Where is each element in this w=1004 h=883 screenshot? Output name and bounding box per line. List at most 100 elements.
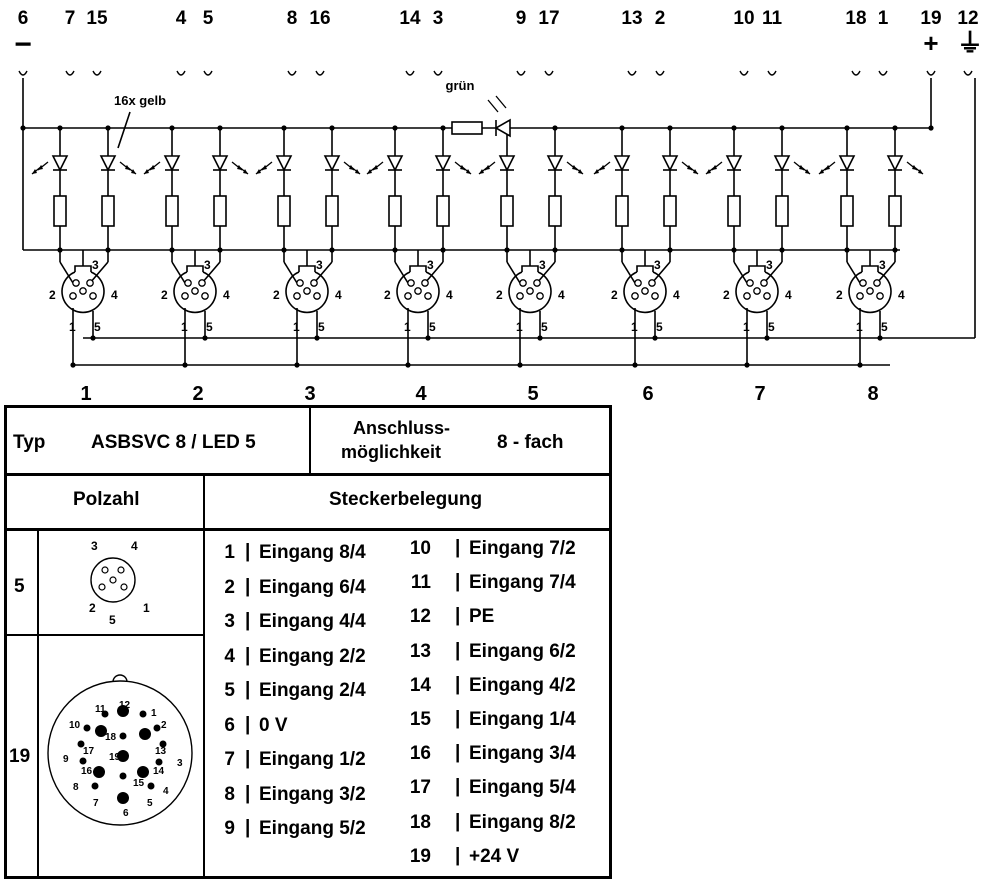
socket-pin-label: 1 — [516, 320, 523, 334]
typ-label: Typ — [13, 432, 46, 453]
junction-dot — [632, 362, 638, 368]
terminal-connector-icon — [315, 70, 325, 76]
socket-pin — [866, 287, 874, 295]
m12-socket-icon — [508, 271, 552, 314]
right-pin-number: 10 — [409, 538, 431, 559]
pinout-5-label: 2 — [89, 601, 96, 615]
right-pin-separator: | — [455, 605, 461, 627]
wire — [89, 261, 109, 284]
socket-pin — [79, 287, 87, 295]
left-pin-separator: | — [245, 713, 251, 735]
socket-pin-label: 5 — [656, 320, 663, 334]
pinout-19-label: 9 — [63, 754, 69, 765]
m12-socket-icon — [396, 271, 440, 314]
pinout-19-label: 16 — [81, 766, 93, 777]
socket-pin — [631, 292, 639, 300]
left-pin-description: Eingang 2/4 — [259, 680, 366, 701]
junction-dot — [440, 125, 446, 131]
terminal-connector-icon — [433, 70, 443, 76]
pinout-19-pin — [119, 732, 127, 740]
terminal-label: 13 — [621, 8, 642, 29]
m12-socket-icon — [848, 271, 892, 314]
led-icon — [546, 155, 564, 172]
socket-pin-label: 3 — [539, 258, 546, 272]
light-ray-arrow — [367, 169, 372, 174]
pinout-19-pin — [137, 766, 149, 778]
junction-dot — [619, 125, 625, 131]
right-pin-description: Eingang 7/2 — [469, 538, 576, 559]
pinout-19-label: 5 — [147, 798, 153, 809]
socket-key — [861, 265, 879, 272]
pinout-19-pin — [159, 740, 167, 748]
junction-dot — [90, 335, 96, 341]
resistor-icon — [277, 195, 291, 227]
socket-pin — [69, 292, 77, 300]
socket-pin-label: 1 — [856, 320, 863, 334]
resistor-icon — [436, 195, 450, 227]
light-ray-arrow — [706, 169, 711, 174]
pinout-19-pin — [139, 728, 151, 740]
right-pin-separator: | — [455, 776, 461, 798]
right-pin-separator: | — [455, 639, 461, 661]
right-pin-separator: | — [455, 571, 461, 593]
terminal-label: 6 — [18, 8, 29, 29]
socket-pin-label: 4 — [785, 288, 792, 302]
pinout-19-pin — [139, 710, 147, 718]
junction-dot — [731, 125, 737, 131]
junction-dot — [329, 247, 335, 253]
terminal-label: 19 — [920, 8, 941, 29]
terminal-label: 17 — [538, 8, 559, 29]
socket-pin-label: 3 — [92, 258, 99, 272]
socket-pin — [184, 279, 192, 287]
pinout-19-pin — [79, 757, 87, 765]
left-pin-description: Eingang 3/2 — [259, 783, 366, 805]
right-pin-description: +24 V — [469, 845, 520, 867]
pinout-19-outline — [47, 680, 193, 826]
pinout-19-pin — [93, 766, 105, 778]
led-icon — [323, 155, 341, 172]
wire — [394, 261, 409, 284]
light-ray — [495, 95, 507, 109]
pinout-5-pin — [117, 566, 125, 574]
left-pin-separator: | — [245, 541, 251, 562]
m12-socket-icon — [735, 271, 779, 314]
socket-key — [636, 265, 654, 272]
socket-pin — [407, 279, 415, 287]
right-pin-description: PE — [469, 606, 495, 628]
right-pin-separator: | — [455, 537, 461, 558]
socket-pin-label: 4 — [335, 288, 342, 302]
led-icon — [661, 155, 679, 172]
resistor-icon — [451, 121, 483, 135]
resistor-icon — [325, 195, 339, 227]
junction-dot — [169, 247, 175, 253]
led-icon — [838, 155, 856, 172]
socket-pin-label: 4 — [111, 288, 118, 302]
terminal-connector-icon — [963, 70, 973, 76]
wire — [313, 261, 333, 284]
terminal-label: 7 — [65, 8, 76, 29]
pinout-19-key — [112, 674, 128, 683]
left-pin-separator: | — [245, 610, 251, 631]
left-pin-separator: | — [245, 817, 251, 838]
terminal-connector-icon — [544, 70, 554, 76]
wire — [621, 261, 636, 284]
led-icon — [275, 155, 293, 172]
junction-dot — [779, 125, 785, 131]
right-pin-separator: | — [455, 810, 461, 832]
socket-pin — [414, 287, 422, 295]
right-pin-number: 19 — [409, 845, 431, 867]
led-icon — [163, 155, 181, 172]
pinout-5-pin — [109, 576, 117, 584]
socket-key — [298, 265, 316, 272]
socket-number: 1 — [80, 383, 91, 405]
junction-dot — [105, 247, 111, 253]
junction-dot — [217, 125, 223, 131]
terminal-symbol: − — [14, 28, 32, 61]
terminal-symbol: ⏚ — [957, 28, 983, 58]
terminal-connector-icon — [18, 70, 28, 76]
socket-pin — [313, 292, 321, 300]
light-ray-arrow — [131, 169, 136, 174]
pinout-19-pin — [119, 772, 127, 780]
m12-socket-icon — [623, 271, 667, 314]
